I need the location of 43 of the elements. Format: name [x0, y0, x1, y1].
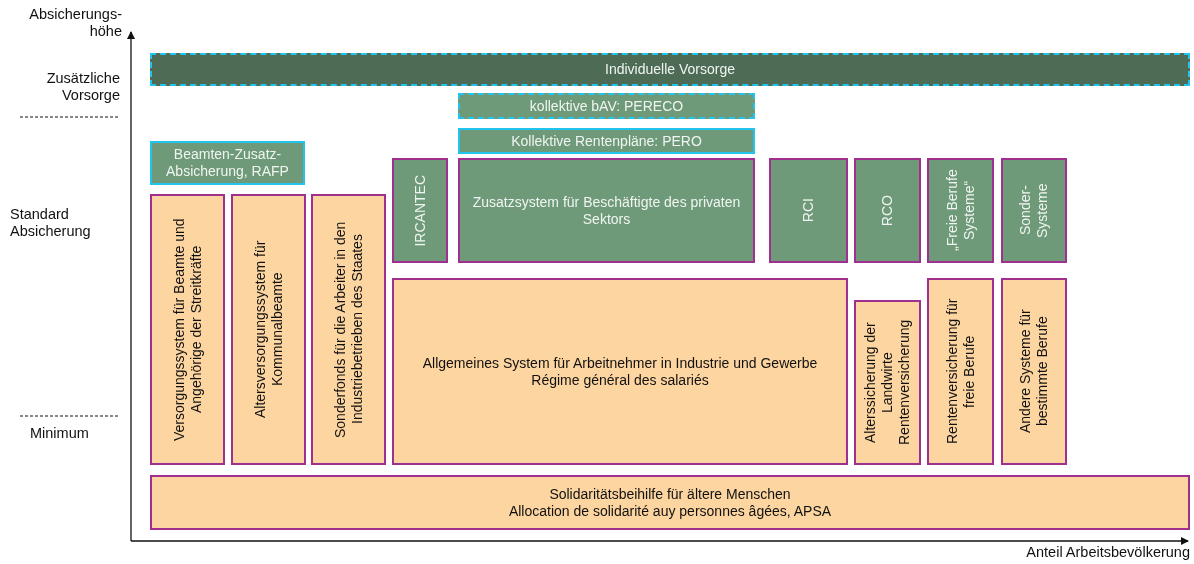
- axis-label: Absicherungs-höhe: [28, 6, 122, 41]
- scheme-box: [392, 158, 448, 263]
- provision-band: [150, 53, 1190, 86]
- scheme-label: Régime général des salariés: [531, 371, 709, 389]
- scheme-label: Allocation de solidarité auy personnes âgées, APSA: [508, 502, 832, 520]
- scheme-label: Allgemeines System für Arbeitnehmer in Industrie und Gewerbe: [422, 354, 818, 372]
- scheme-box: [458, 128, 755, 154]
- level-label: Standard Absicherung: [10, 206, 92, 241]
- scheme-label: RCI: [800, 198, 817, 223]
- scheme-box: [927, 278, 994, 465]
- scheme-box: [150, 141, 305, 185]
- scheme-label: kollektive bAV: PERECO: [529, 97, 684, 115]
- scheme-label: Altersversorgungssystem für Kommunalbeamte: [251, 239, 286, 421]
- axis-label: Anteil Arbeitsbevölkerung: [1025, 544, 1190, 562]
- scheme-label: Alterssicherung der Landwirte Rentenversicherung: [862, 318, 913, 448]
- scheme-box: [1001, 158, 1067, 263]
- scheme-label: Beamten-Zusatz-Absicherung, RAFP: [165, 146, 290, 180]
- level-label: Minimum: [30, 425, 90, 443]
- scheme-label: RCO: [879, 194, 896, 227]
- scheme-label: Solidaritätsbeihilfe für ältere Menschen: [549, 485, 791, 503]
- scheme-box: [769, 158, 848, 263]
- scheme-label: „Freie Berufe Systeme“: [943, 168, 978, 254]
- scheme-label: Kollektive Rentenpläne: PERO: [511, 132, 702, 150]
- scheme-box: [927, 158, 994, 263]
- scheme-box: [150, 475, 1190, 530]
- scheme-label: Individuelle Vorsorge: [605, 61, 735, 78]
- scheme-label: IRCANTEC: [411, 174, 429, 247]
- scheme-box: [231, 194, 306, 465]
- scheme-box: [854, 300, 921, 465]
- level-label: Zusätzliche Vorsorge: [45, 70, 120, 105]
- scheme-box: [150, 194, 225, 465]
- scheme-box: [458, 93, 755, 119]
- scheme-label: Rentenversicherung für freie Berufe: [943, 297, 978, 447]
- scheme-label: Andere Systeme für bestimmte Berufe: [1017, 308, 1051, 436]
- scheme-box: [1001, 278, 1067, 465]
- scheme-label: Zusatzsystem für Beschäftigte des privaten Sektors: [471, 193, 742, 228]
- scheme-box: [311, 194, 386, 465]
- scheme-label: Versorgungssystem für Beamte und Angehörige der Streitkräfte: [170, 217, 205, 443]
- scheme-box: [854, 158, 921, 263]
- scheme-label: Sonder-Systeme: [1017, 182, 1051, 240]
- scheme-box: [392, 278, 848, 465]
- scheme-box: [458, 158, 755, 263]
- scheme-label: Sonderfonds für die Arbeiter in den Industriebetrieben des Staates: [331, 220, 366, 440]
